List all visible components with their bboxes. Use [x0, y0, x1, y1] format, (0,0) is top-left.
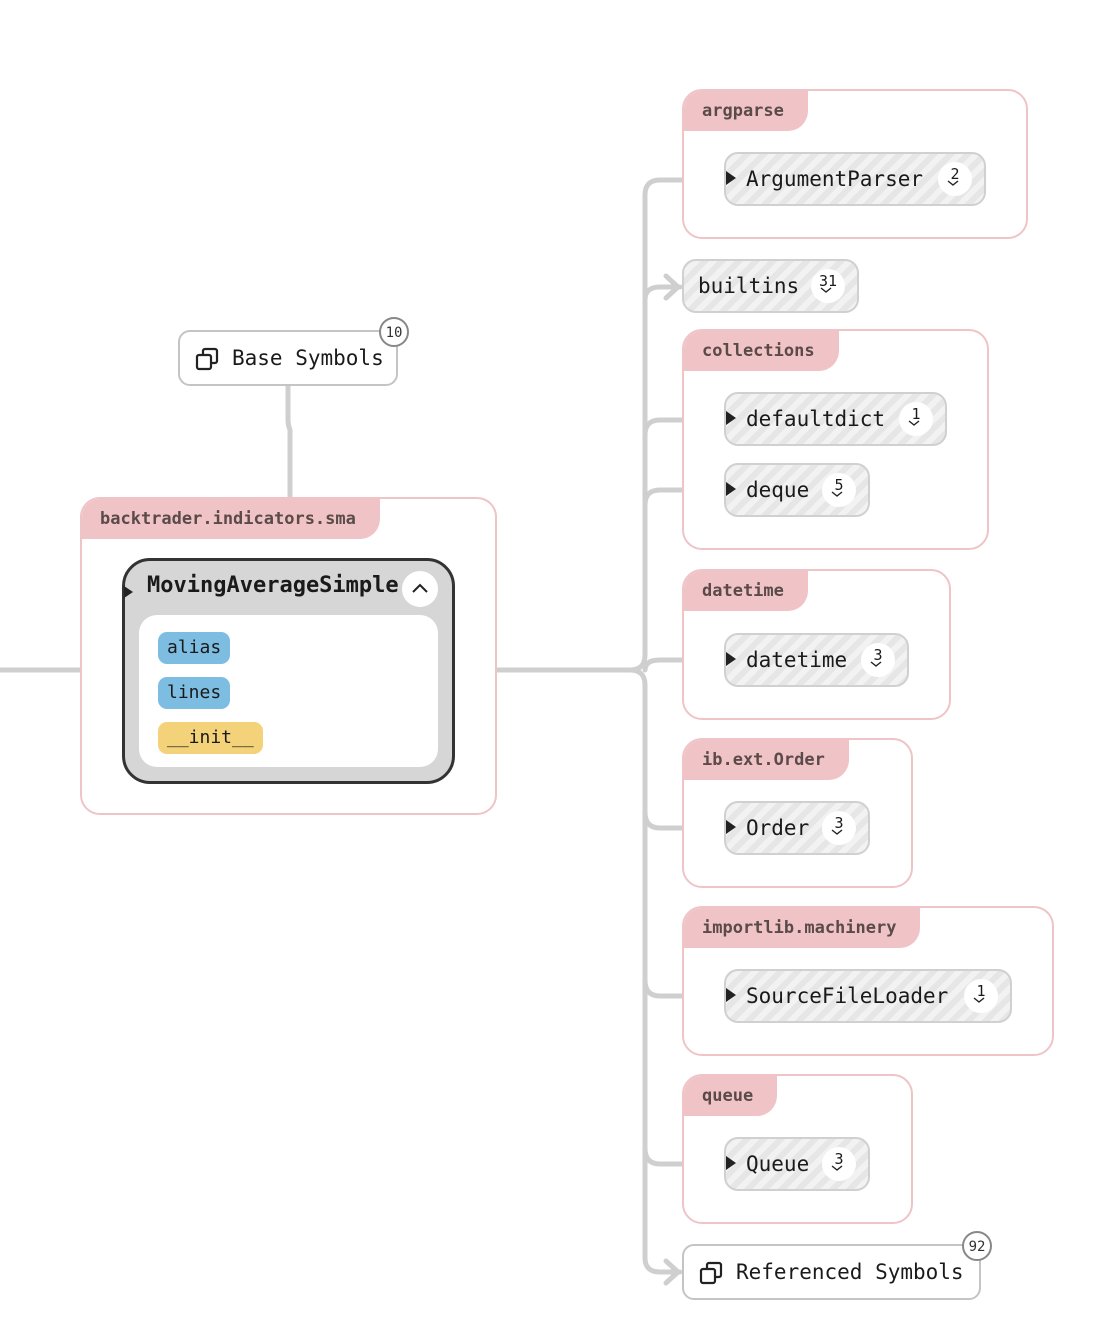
chevron-down-icon: [947, 180, 959, 186]
module-label: collections: [684, 331, 839, 371]
expand-triangle-icon: [726, 171, 736, 185]
chevron-down-icon: [831, 829, 843, 835]
symbol-label: datetime: [746, 648, 848, 672]
module-label: backtrader.indicators.sma: [82, 499, 380, 539]
member-alias[interactable]: alias: [158, 632, 231, 664]
copy-icon: [195, 347, 219, 371]
symbol-datetime[interactable]: datetime 3: [724, 633, 909, 687]
class-name: MovingAverageSimple: [147, 573, 399, 598]
module-label: ib.ext.Order: [684, 740, 849, 780]
symbol-count[interactable]: 2: [938, 162, 972, 196]
chevron-down-icon: [831, 491, 843, 497]
expand-triangle-icon: [726, 820, 736, 834]
expand-triangle-icon: [726, 988, 736, 1002]
chevron-up-icon: [412, 583, 428, 593]
symbol-label: Queue: [746, 1152, 810, 1176]
copy-icon: [699, 1261, 723, 1285]
module-label: datetime: [684, 571, 808, 611]
module-label: queue: [684, 1076, 778, 1116]
class-node[interactable]: MovingAverageSimple alias lines __init__: [122, 558, 455, 784]
chevron-down-icon: [831, 1165, 843, 1171]
symbol-sourcefileloader[interactable]: SourceFileLoader 1: [724, 969, 1012, 1023]
member-list: alias lines __init__: [139, 615, 438, 767]
referenced-symbols-count: 92: [962, 1231, 992, 1261]
symbol-count[interactable]: 3: [822, 811, 856, 845]
symbol-count[interactable]: 3: [861, 643, 895, 677]
member-init[interactable]: __init__: [158, 722, 263, 754]
symbol-label: SourceFileLoader: [746, 984, 949, 1008]
base-symbols-node[interactable]: Base Symbols 10: [178, 317, 409, 386]
referenced-symbols-label: Referenced Symbols: [736, 1260, 964, 1284]
symbol-builtins[interactable]: builtins 31: [682, 259, 859, 313]
symbol-label: Order: [746, 816, 810, 840]
module-label: importlib.machinery: [684, 908, 921, 948]
symbol-count[interactable]: 1: [899, 402, 933, 436]
symbol-order[interactable]: Order 3: [724, 801, 870, 855]
module-label: argparse: [684, 91, 808, 131]
referenced-symbols-node[interactable]: Referenced Symbols 92: [682, 1231, 992, 1300]
symbol-label: builtins: [698, 274, 800, 298]
symbol-count[interactable]: 31: [811, 269, 845, 303]
collapse-button[interactable]: [402, 571, 438, 607]
symbol-label: ArgumentParser: [746, 167, 924, 191]
symbol-count[interactable]: 3: [822, 1147, 856, 1181]
symbol-argumentparser[interactable]: ArgumentParser 2: [724, 152, 986, 206]
expand-triangle-icon: [726, 1156, 736, 1170]
symbol-count[interactable]: 5: [822, 473, 856, 507]
expand-triangle-icon: [726, 652, 736, 666]
member-lines[interactable]: lines: [158, 677, 231, 709]
chevron-down-icon: [973, 997, 985, 1003]
symbol-label: deque: [746, 478, 810, 502]
symbol-deque[interactable]: deque 5: [724, 463, 870, 517]
chevron-down-icon: [820, 287, 832, 293]
chevron-down-icon: [908, 420, 920, 426]
symbol-queue[interactable]: Queue 3: [724, 1137, 870, 1191]
base-symbols-label: Base Symbols: [232, 346, 384, 370]
symbol-count[interactable]: 1: [964, 979, 998, 1013]
symbol-label: defaultdict: [746, 407, 886, 431]
symbol-defaultdict[interactable]: defaultdict 1: [724, 392, 947, 446]
expand-triangle-icon[interactable]: [124, 586, 133, 598]
expand-triangle-icon: [726, 482, 736, 496]
edge-referenced: [627, 667, 683, 1275]
expand-triangle-icon: [726, 411, 736, 425]
chevron-down-icon: [870, 661, 882, 667]
edge-builtins: [642, 284, 683, 303]
base-symbols-count: 10: [379, 317, 409, 347]
